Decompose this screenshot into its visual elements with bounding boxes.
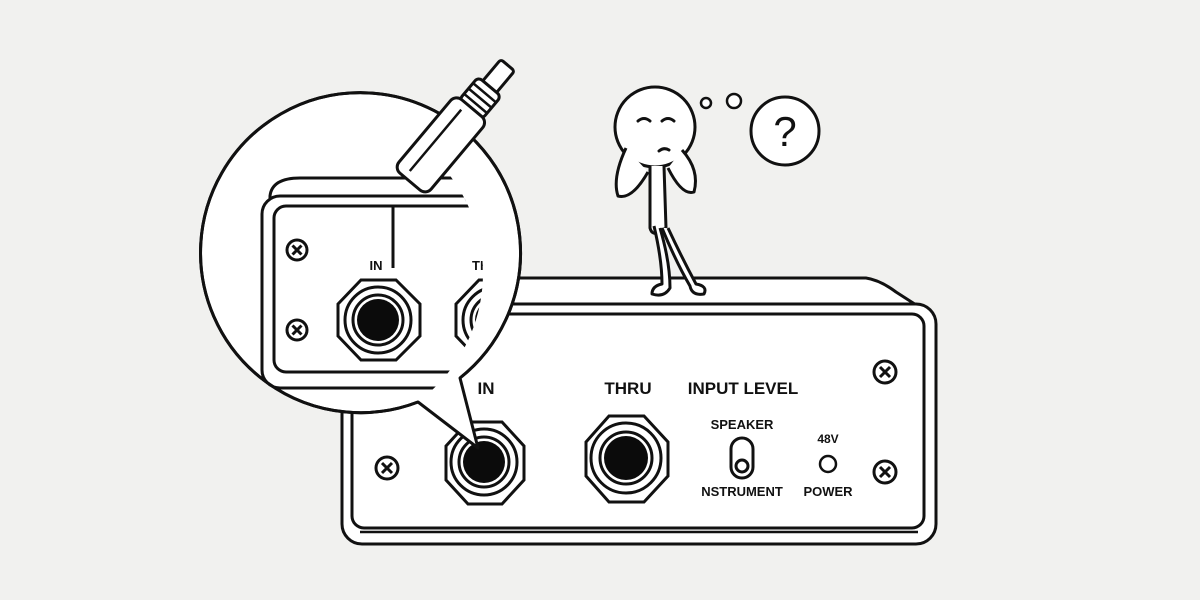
instrument-label: NSTRUMENT <box>701 484 783 499</box>
thought-dot-small <box>699 96 713 110</box>
di-box: IN THRU INPUT LEVEL SPEAKER NSTRUMENT 48… <box>340 276 938 546</box>
confused-character: ? <box>613 85 821 297</box>
thru-jack-label: THRU <box>604 379 651 398</box>
speaker-label: SPEAKER <box>711 417 774 432</box>
in-jack[interactable] <box>444 420 526 506</box>
magnifier-in-label: IN <box>370 258 383 273</box>
input-level-title: INPUT LEVEL <box>688 379 799 398</box>
screw-icon <box>872 459 898 485</box>
magnifier-thru-label: TH <box>472 258 489 273</box>
input-level-toggle-switch[interactable] <box>729 436 755 480</box>
cable-plug-icon <box>395 59 515 194</box>
power-led <box>818 454 838 474</box>
in-jack-zoomed <box>336 278 422 362</box>
screw-icon <box>374 455 400 481</box>
magnifier-zoomed-panel: IN TH <box>260 176 489 390</box>
magnifier-callout: IN TH <box>199 91 522 450</box>
thought-bubble <box>749 95 821 167</box>
screw-icon <box>872 359 898 385</box>
power-label: POWER <box>803 484 853 499</box>
screw-icon <box>285 238 309 262</box>
question-mark-icon: ? <box>773 108 796 155</box>
in-jack-label: IN <box>478 379 495 398</box>
thought-dot-medium <box>725 92 743 110</box>
thru-jack[interactable] <box>584 414 670 504</box>
screw-icon <box>285 318 309 342</box>
voltage-label: 48V <box>817 432 838 446</box>
